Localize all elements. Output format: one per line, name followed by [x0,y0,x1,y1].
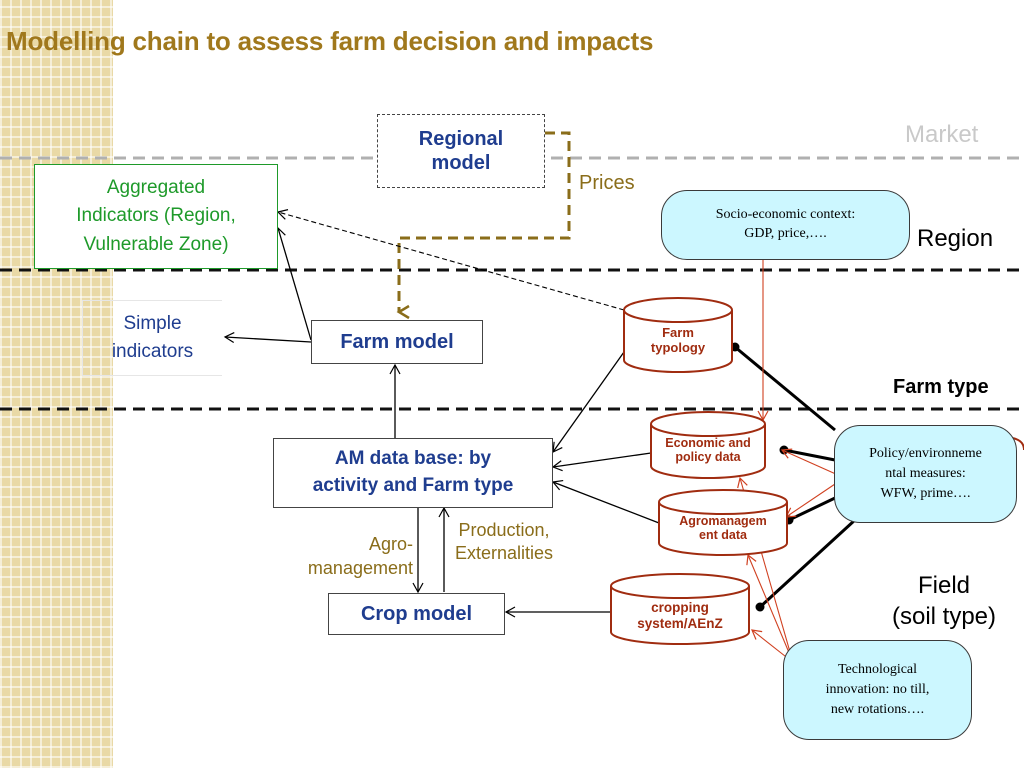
production-line1: Production, [458,520,550,540]
economic-data-cylinder [650,411,766,479]
decorative-side-pattern [0,0,113,768]
regional-model-line2: model [431,152,491,174]
tech-innovation-bubble: Technological innovation: no till, new r… [783,640,972,740]
aggregated-line1: Aggregated [106,176,206,198]
cropping-system-cylinder [610,573,750,645]
am-db-line1: AM data base: by [334,448,492,470]
economic-line1: Economic and [665,436,751,450]
farm-model-box: Farm model [311,320,483,364]
policy-to-cropping-link [755,518,857,612]
market-label: Market [905,121,979,148]
economic-to-amdb-arrow [551,452,652,472]
policy-to-agromanagement-link [784,496,836,525]
agromanagement-data-cylinder [658,489,788,556]
simple-indicators-box: Simple indicators [82,300,222,376]
typology-to-aggregated-dashed [276,209,625,311]
tech-line2: innovation: no till, [825,681,930,697]
policy-to-agro-red [784,481,839,518]
farm-to-aggregated-arrow [275,226,312,341]
am-db-line2: activity and Farm type [312,475,514,496]
aggregated-line3: Vulnerable Zone) [83,233,229,255]
policy-measures-bubble: Policy/environneme ntal measures: WFW, p… [834,425,1017,523]
field-label: Field (soil type) [880,570,1008,632]
agromanagement-data-label: Agromanagem ent data [659,514,787,543]
agromanagement-line2: ent data [699,528,747,543]
farm-typology-line1: Farm [662,325,694,340]
policy-line1: Policy/environneme [869,445,982,461]
policy-to-economic-link [779,445,836,462]
prices-label: Prices [579,172,635,194]
simple-line2: indicators [111,341,194,362]
tech-line1: Technological [837,661,918,677]
crop-model-label: Crop model [360,602,473,625]
production-externalities-label: Production, Externalities [455,519,553,564]
farm-typology-line2: typology [650,339,706,355]
production-line2: Externalities [455,542,554,563]
farm-typology-label: Farm typology [624,325,732,356]
policy-line3: WFW, prime…. [880,486,971,502]
slide-title: Modelling chain to assess farm decision … [6,26,654,56]
economic-line2: policy data [675,450,741,465]
policy-to-economic-red [780,448,839,476]
cropping-line1: cropping [651,600,709,615]
am-database-box: AM data base: by activity and Farm type [273,438,553,508]
farm-model-label: Farm model [340,330,454,353]
policy-to-typology-link [730,342,836,432]
aggregated-indicators-box: Aggregated Indicators (Region, Vulnerabl… [34,164,278,269]
agro-management-label: Agro- management [281,532,413,581]
prices-connector [396,131,571,320]
regional-model-line1: Regional [418,128,504,150]
farm-typology-cylinder [623,297,733,373]
policy-line2: ntal measures: [885,465,966,481]
cropping-system-label: cropping system/AEnZ [611,600,749,631]
economic-data-label: Economic and policy data [651,436,765,465]
tech-to-agro-red [746,553,791,656]
agro-line2: management [307,558,413,579]
farm-to-simple-arrow [223,331,312,344]
regional-model-box: Regional model [377,114,545,188]
cropping-line2: system/AEnZ [637,615,723,631]
typology-to-amdb-arrow [552,351,625,454]
socio-economic-bubble: Socio-economic context: GDP, price,…. [661,190,910,260]
field-line2: (soil type) [891,603,997,631]
socio-line1: Socio-economic context: [715,207,856,223]
crop-model-box: Crop model [328,593,505,635]
aggregated-line2: Indicators (Region, [76,205,236,227]
field-line1: Field [917,572,971,599]
region-label: Region [917,225,994,252]
agromanagement-line1: Agromanagem [679,514,767,528]
agromanagement-to-amdb-arrow [551,479,660,524]
socio-line2: GDP, price,…. [744,226,827,241]
farm-type-label: Farm type [893,376,989,398]
agro-line1: Agro- [368,534,413,554]
tech-to-cropping-red [751,629,791,661]
tech-line3: new rotations…. [830,702,925,718]
simple-line1: Simple [123,312,182,334]
